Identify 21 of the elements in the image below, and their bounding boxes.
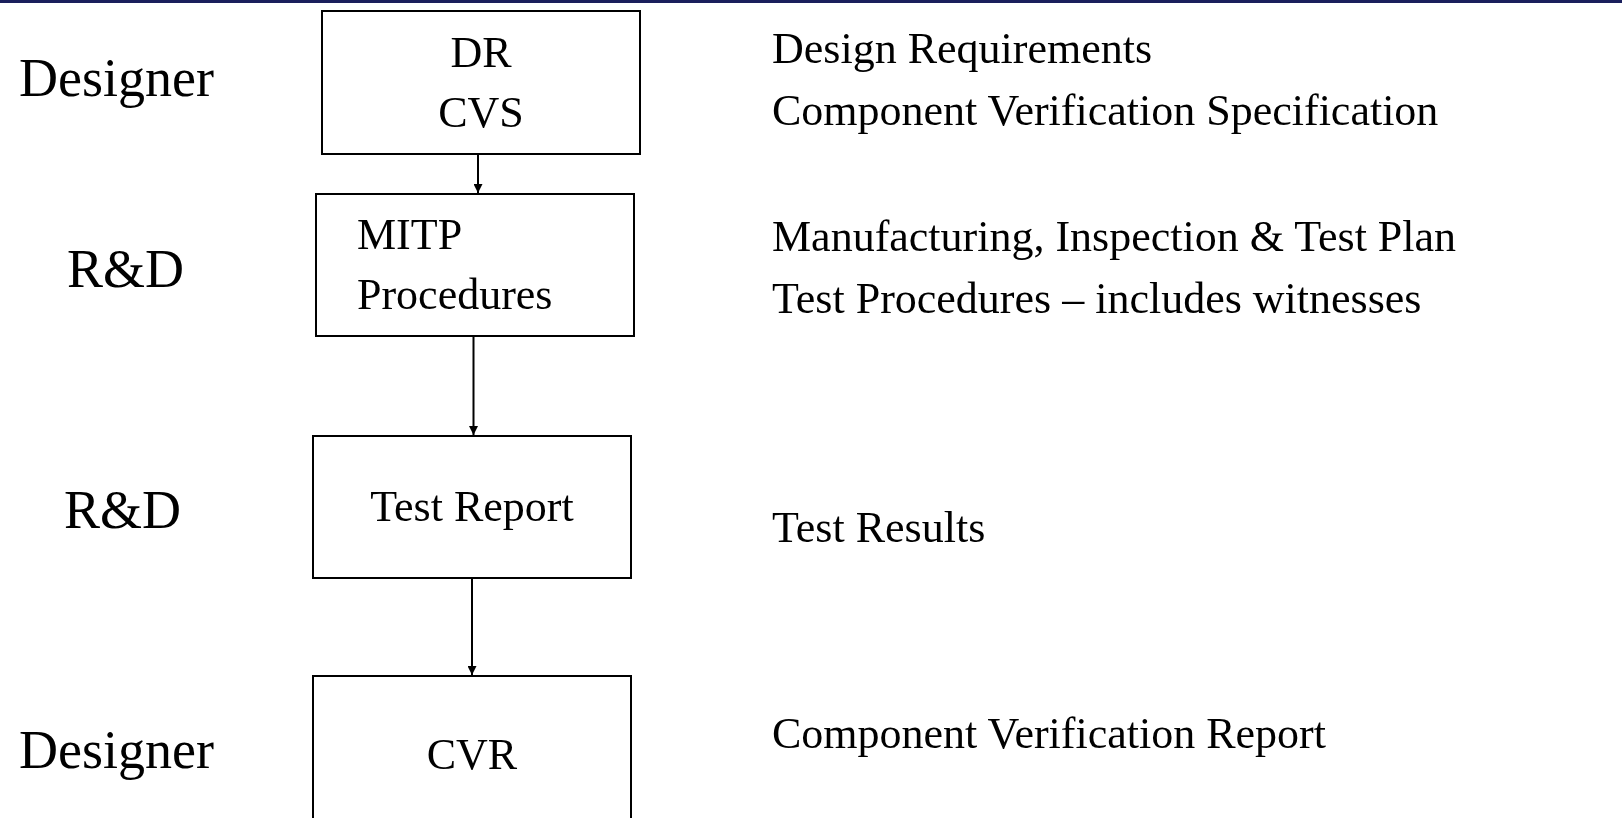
label-text: Component Verification Report — [772, 712, 1326, 756]
arrow — [467, 578, 477, 676]
label-text: Component Verification Specification — [772, 89, 1439, 133]
process-box — [315, 193, 635, 337]
arrow — [473, 154, 483, 194]
process-box — [312, 675, 632, 818]
process-box — [312, 435, 632, 579]
box-text: CVR — [426, 729, 518, 781]
process-box — [321, 10, 641, 155]
label-text: Test Results — [772, 506, 986, 550]
label-text: Design Requirements — [772, 27, 1153, 71]
box-text: Test Report — [370, 481, 574, 533]
box-text: Procedures — [357, 269, 553, 321]
box-text: CVS — [438, 86, 524, 139]
arrow — [469, 336, 478, 436]
box-text: DR — [450, 26, 512, 79]
label-text: R&D — [64, 483, 182, 537]
label-text: Manufacturing, Inspection & Test Plan — [772, 215, 1457, 259]
label-text: Test Procedures – includes witnesses — [772, 277, 1422, 321]
box-text: MITP — [357, 209, 463, 261]
label-text: R&D — [67, 242, 185, 296]
